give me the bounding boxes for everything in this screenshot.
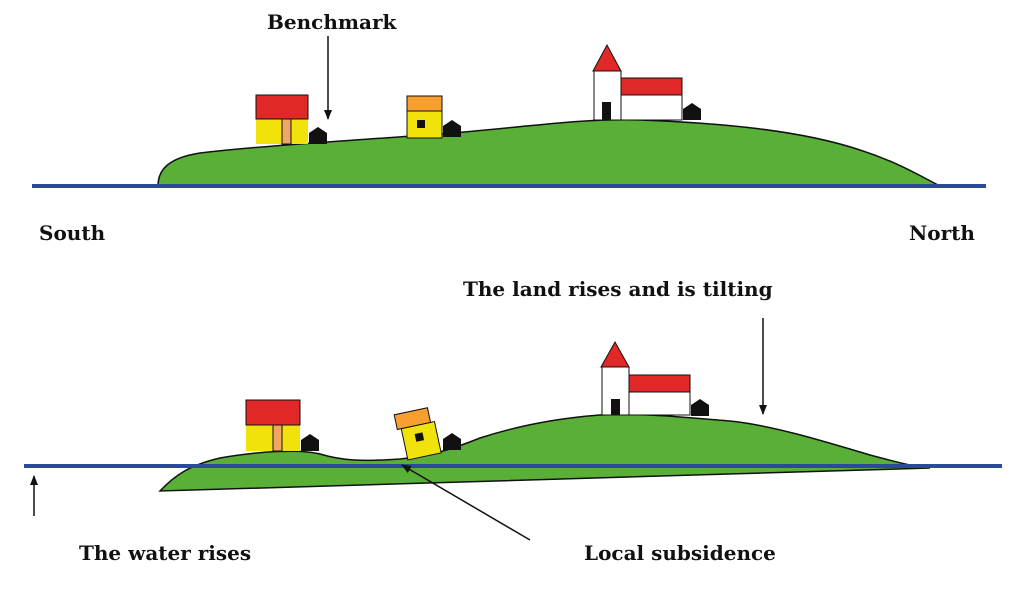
- benchmark-label: Benchmark: [267, 10, 398, 34]
- local-subsidence-arrow: [401, 464, 531, 541]
- top-panel: [32, 36, 986, 188]
- small-block-bottom-1: [301, 434, 319, 451]
- north-label: North: [909, 221, 975, 245]
- small-block-top-2: [443, 120, 461, 137]
- small-block-top-3: [683, 103, 701, 120]
- small-block-bottom-2: [443, 433, 461, 450]
- house-orange-roof-top: [406, 95, 443, 139]
- water-rises-label: The water rises: [79, 541, 251, 565]
- south-label: South: [39, 221, 106, 245]
- land-rises-label: The land rises and is tilting: [463, 277, 773, 301]
- house-red-roof-top: [255, 94, 309, 145]
- church-bottom: [600, 340, 691, 416]
- benchmark-block-top: [309, 127, 327, 144]
- small-block-bottom-3: [691, 399, 709, 416]
- bottom-land: [158, 413, 931, 492]
- house-red-roof-bottom: [245, 399, 301, 452]
- house-orange-roof-bottom-tilted: [393, 407, 442, 461]
- top-land: [157, 119, 941, 187]
- bottom-panel: [24, 318, 1002, 541]
- local-subsidence-label: Local subsidence: [584, 541, 776, 565]
- church-top: [592, 43, 683, 121]
